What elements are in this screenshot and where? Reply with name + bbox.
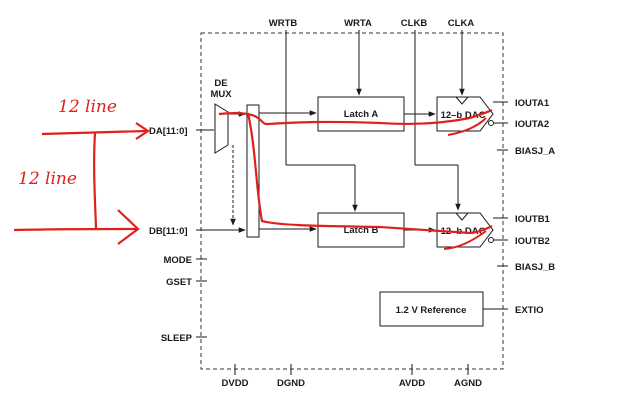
agnd-label: AGND xyxy=(454,378,482,389)
dac-a-inverting-output xyxy=(488,120,494,126)
dac-a-label: 12–b DAC xyxy=(441,110,486,121)
red-trace-a-end xyxy=(447,117,487,136)
clkb-label: CLKB xyxy=(401,18,428,29)
annotation-left-text: 12 line xyxy=(18,169,77,189)
annotation-top-text: 12 line xyxy=(58,97,117,117)
latch-a-label: Latch A xyxy=(344,109,379,120)
dvdd-label: DVDD xyxy=(222,378,249,389)
avdd-label: AVDD xyxy=(399,378,425,389)
demux-block xyxy=(214,103,229,154)
wrta-label: WRTA xyxy=(344,18,372,29)
red-trace-b-end xyxy=(443,230,487,250)
ioutb1-label: IOUTB1 xyxy=(515,214,551,225)
red-bottom-arrow-head xyxy=(117,209,140,245)
da-input-label: DA[11:0] xyxy=(149,126,188,137)
ioutb2-label: IOUTB2 xyxy=(515,236,550,247)
chip-boundary xyxy=(200,32,504,370)
biasj-b-label: BIASJ_B xyxy=(515,262,555,273)
sleep-label: SLEEP xyxy=(161,333,193,344)
biasj-a-label: BIASJ_A xyxy=(515,146,555,157)
clka-label: CLKA xyxy=(448,18,475,29)
extio-label: EXTIO xyxy=(515,305,544,316)
red-bottom-arrow-line xyxy=(13,227,139,232)
dac-a-clock-notch xyxy=(455,96,469,105)
demux-label-2: MUX xyxy=(210,89,232,100)
mode-label: MODE xyxy=(164,255,193,266)
dac-b-block xyxy=(436,212,494,248)
red-trace-b xyxy=(246,112,493,235)
dac-b-inverting-output xyxy=(488,237,494,243)
db-input-label: DB[11:0] xyxy=(149,226,188,237)
iouta2-label: IOUTA2 xyxy=(515,119,549,130)
red-trace-a xyxy=(218,109,493,126)
gset-label: GSET xyxy=(166,277,192,288)
register-block xyxy=(246,104,260,238)
reference-label: 1.2 V Reference xyxy=(396,305,467,316)
dac-b-clock-notch xyxy=(455,212,469,221)
demux-label-1: DE xyxy=(214,78,227,89)
red-top-arrow-line xyxy=(41,129,147,136)
handwritten-annotations: 12 line 12 line xyxy=(13,97,493,250)
dgnd-label: DGND xyxy=(277,378,305,389)
iouta1-label: IOUTA1 xyxy=(515,98,550,109)
red-top-arrow-head xyxy=(135,122,150,140)
wrtb-label: WRTB xyxy=(269,18,298,29)
latch-b-label: Latch B xyxy=(344,225,379,236)
red-bracket-vertical xyxy=(93,132,98,229)
dac-a-block xyxy=(436,96,494,132)
